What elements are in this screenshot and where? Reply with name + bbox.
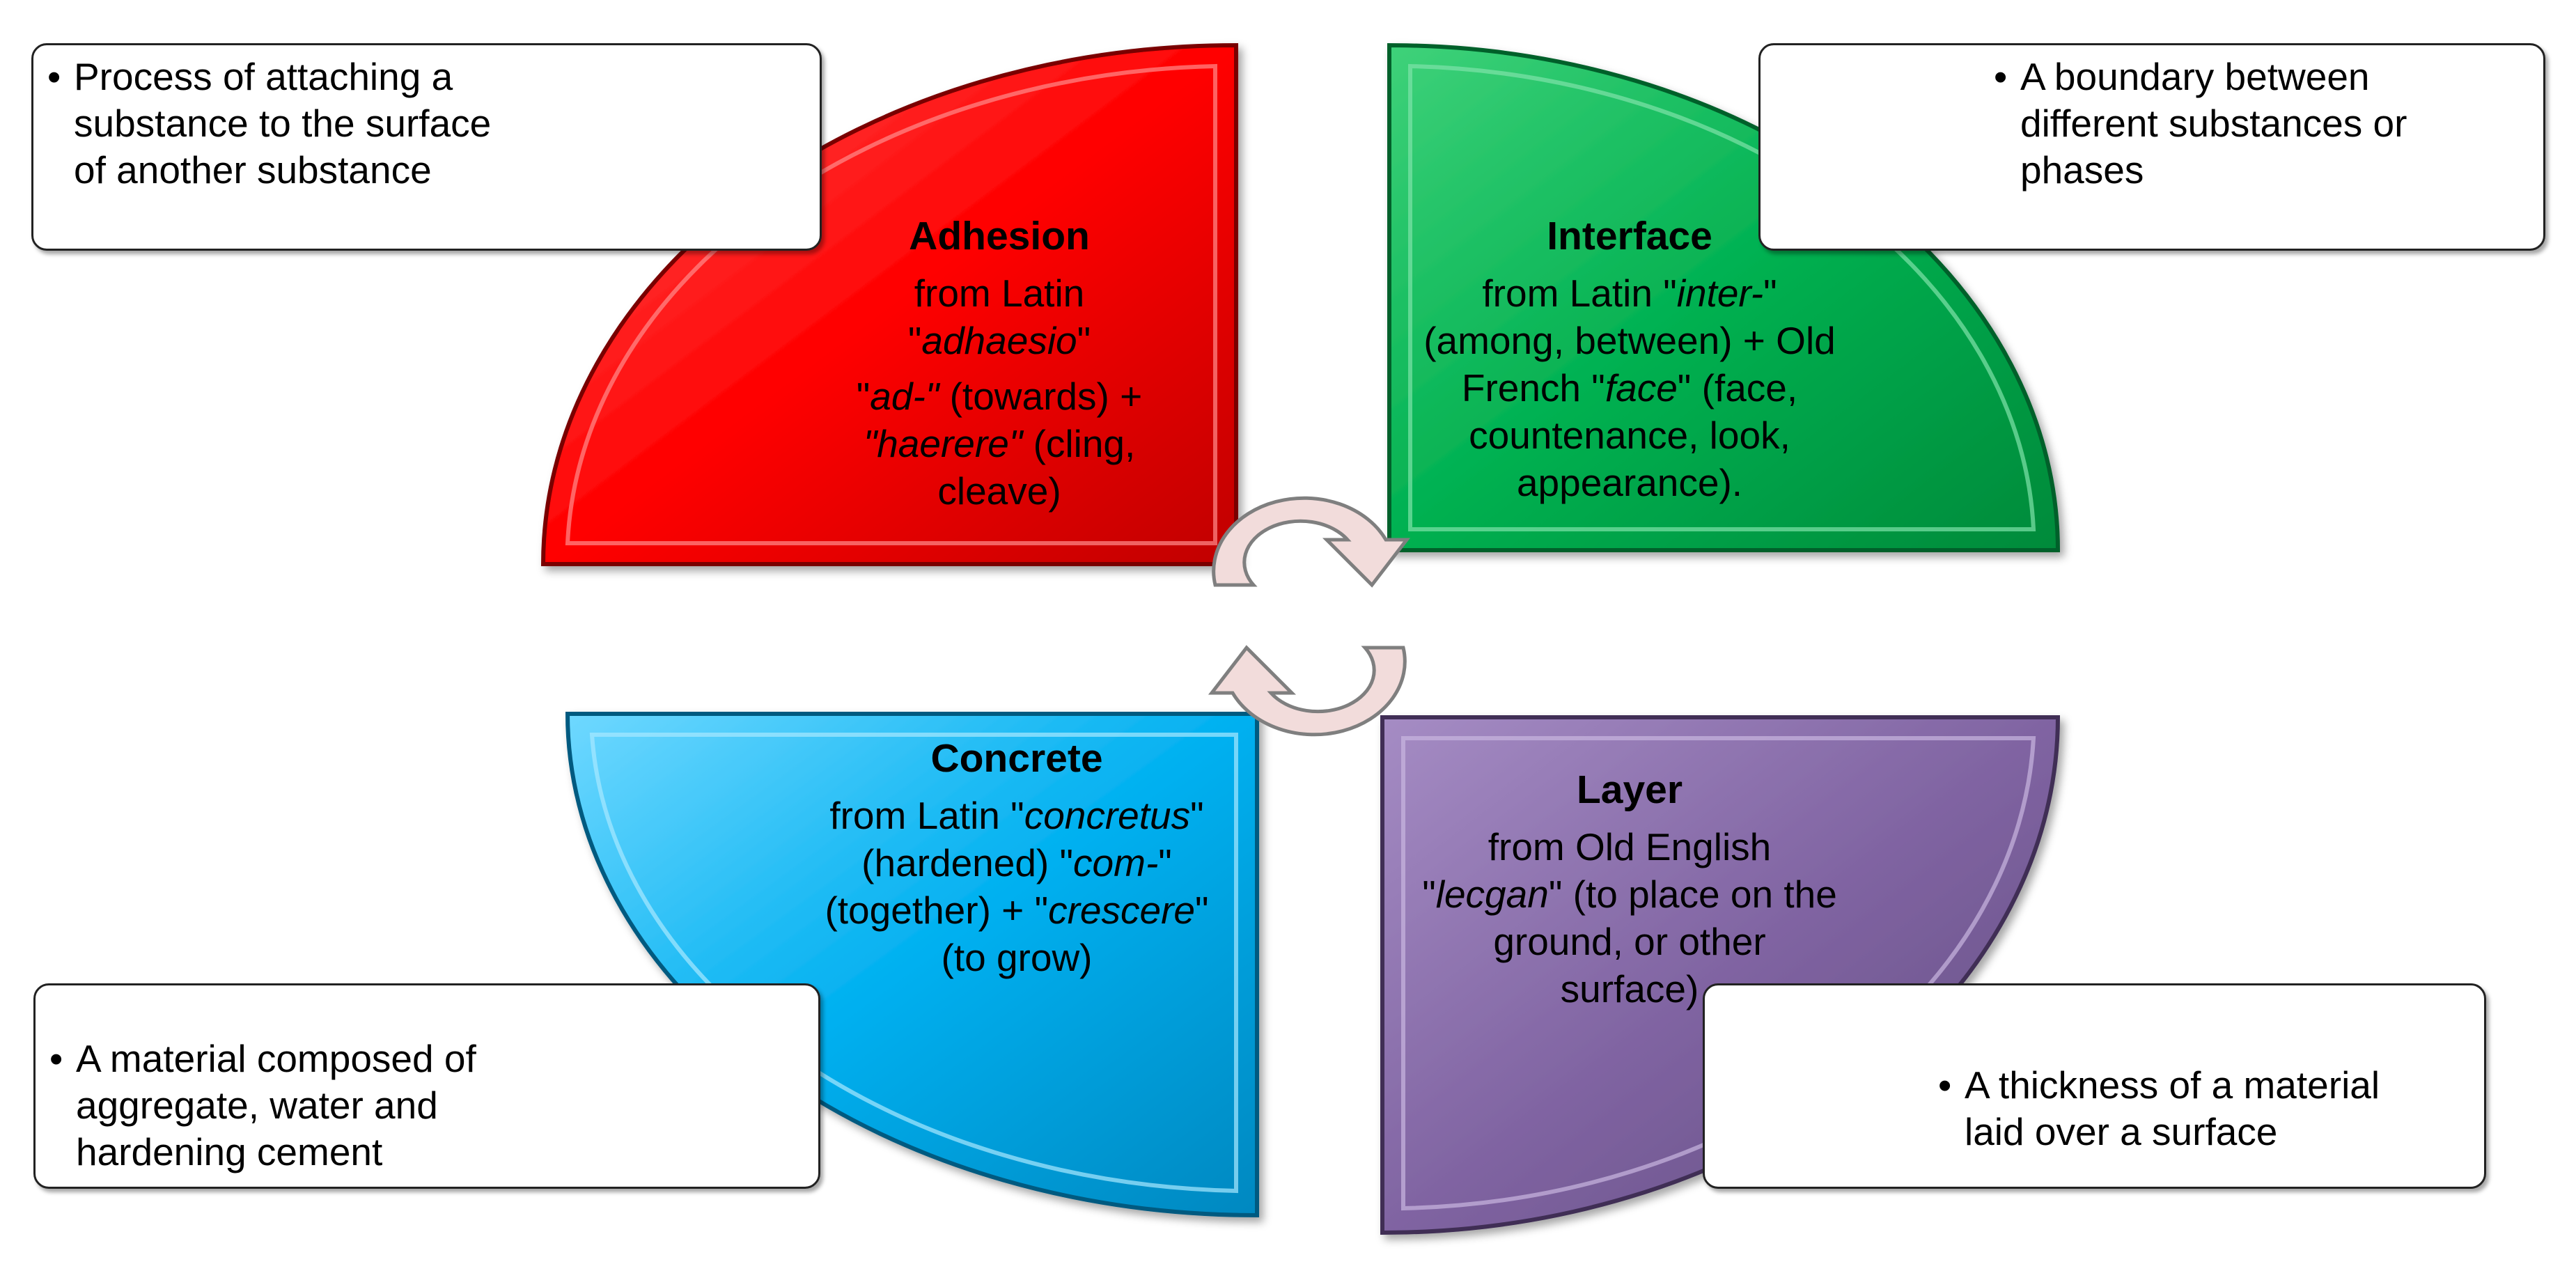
- etymology-italic-run: face: [1605, 366, 1678, 409]
- etymology-italic-run: adhaesio: [921, 319, 1077, 362]
- adhesion-text: Adhesion from Latin "adhaesio""ad-" (tow…: [818, 212, 1180, 515]
- bullet-icon: •: [1938, 1063, 1952, 1107]
- etymology-italic-run: "haerere": [863, 422, 1023, 465]
- etymology-run: from Latin ": [829, 794, 1024, 837]
- etymology-run: ": [907, 319, 922, 362]
- etymology-run: from Latin: [914, 272, 1085, 315]
- adhesion-definition-box: • Process of attaching a substance to the…: [31, 43, 822, 251]
- etymology-paragraph: from Latin "concretus" (hardened) "com-"…: [808, 792, 1226, 981]
- etymology-run: " (face, countenance, look, appearance).: [1469, 366, 1798, 504]
- etymology-italic-run: concretus: [1024, 794, 1191, 837]
- adhesion-term: Adhesion: [909, 214, 1090, 258]
- bullet-icon: •: [47, 55, 61, 98]
- interface-text: Interface from Latin "inter-" (among, be…: [1421, 212, 1839, 506]
- interface-definition-box: • A boundary between different substances…: [1758, 43, 2545, 251]
- etymology-run: " (to grow): [941, 889, 1209, 979]
- etymology-italic-run: ad-": [870, 375, 939, 418]
- etymology-italic-run: com-: [1073, 841, 1159, 884]
- etymology-paragraph: from Old English "lecgan" (to place on t…: [1421, 823, 1839, 1013]
- etymology-run: from Latin ": [1482, 272, 1677, 315]
- concrete-definition-box: • A material composed of aggregate, water…: [33, 983, 820, 1189]
- layer-term: Layer: [1576, 767, 1683, 812]
- adhesion-etymology: from Latin "adhaesio""ad-" (towards) + "…: [818, 270, 1180, 515]
- concrete-etymology: from Latin "concretus" (hardened) "com-"…: [808, 792, 1226, 981]
- etymology-italic-run: inter-: [1676, 272, 1764, 315]
- interface-term: Interface: [1547, 214, 1712, 258]
- cycle-arrow-lower: [1208, 645, 1407, 737]
- cycle-arrow-upper: [1212, 496, 1411, 588]
- concrete-term: Concrete: [930, 736, 1103, 781]
- etymology-italic-run: lecgan: [1435, 873, 1549, 916]
- etymology-run: " (together) + ": [825, 841, 1172, 932]
- concrete-definition: A material composed of aggregate, water …: [76, 1037, 476, 1173]
- adhesion-definition: Process of attaching a substance to the …: [74, 55, 492, 192]
- etymology-italic-run: crescere: [1048, 889, 1196, 932]
- interface-definition: A boundary between different substances …: [2020, 55, 2407, 192]
- layer-definition: A thickness of a material laid over a su…: [1965, 1063, 2380, 1153]
- etymology-paragraph: "ad-" (towards) + "haerere" (cling, clea…: [818, 373, 1180, 515]
- bullet-icon: •: [49, 1037, 63, 1080]
- etymology-paragraph: from Latin "inter-" (among, between) + O…: [1421, 270, 1839, 506]
- concrete-text: Concrete from Latin "concretus" (hardene…: [808, 735, 1226, 981]
- layer-etymology: from Old English "lecgan" (to place on t…: [1421, 823, 1839, 1013]
- layer-text: Layer from Old English "lecgan" (to plac…: [1421, 766, 1839, 1013]
- interface-etymology: from Latin "inter-" (among, between) + O…: [1421, 270, 1839, 506]
- etymology-run: (cling, cleave): [937, 422, 1136, 513]
- etymology-run: from Old English ": [1422, 825, 1772, 916]
- etymology-run: ": [1077, 319, 1091, 362]
- etymology-run: ": [856, 375, 871, 418]
- layer-definition-box: • A thickness of a material laid over a s…: [1703, 983, 2486, 1189]
- etymology-run: (towards) +: [939, 375, 1143, 418]
- etymology-run: " (to place on the ground, or other surf…: [1493, 873, 1837, 1011]
- etymology-run: " (hardened) ": [861, 794, 1204, 884]
- bullet-icon: •: [1994, 55, 2008, 98]
- etymology-paragraph: from Latin "adhaesio": [818, 270, 1180, 364]
- etymology-run: " (among, between) + Old French ": [1423, 272, 1836, 409]
